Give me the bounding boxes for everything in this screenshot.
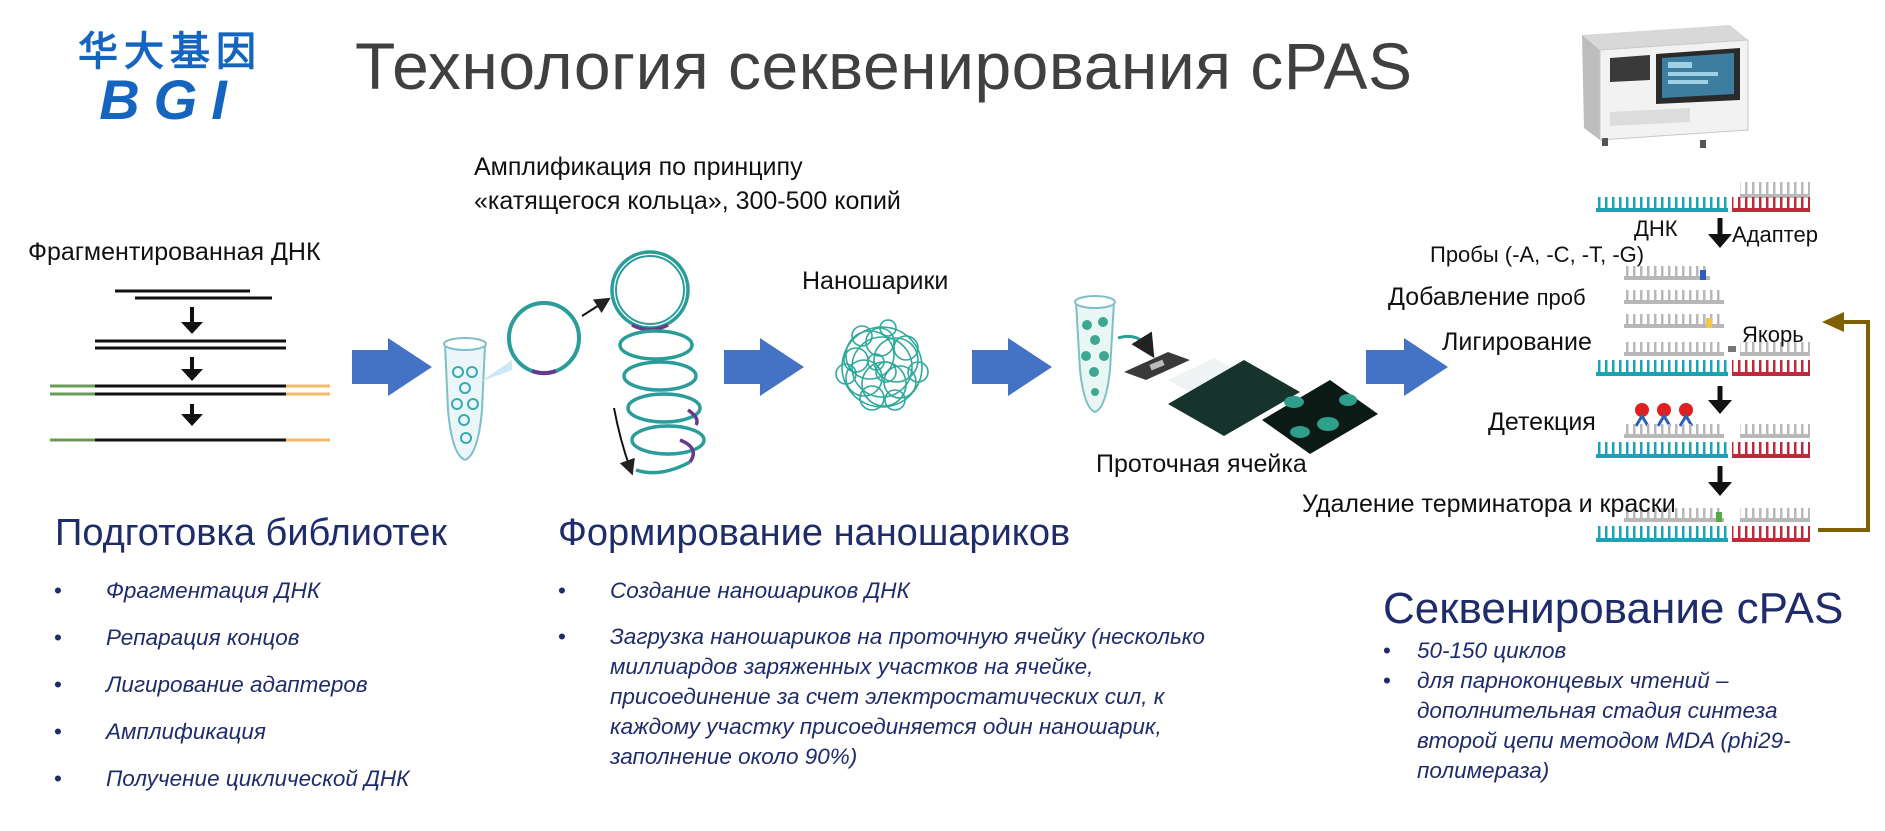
probes-label: Пробы (-A, -C, -T, -G) [1430, 242, 1645, 267]
removal-label: Удаление терминатора и краски [1302, 490, 1676, 518]
rolling-circle-spiral [610, 250, 706, 476]
list-item-text: Фрагментация ДНК [106, 578, 321, 603]
bgi-logo: 华大基因 BGI [68, 29, 272, 128]
detection-label: Детекция [1488, 408, 1596, 436]
amplification-label-line1: Амплификация по принципу [474, 153, 803, 181]
list-item: • Репарация концов [54, 623, 486, 653]
list-item-text: Амплификация [106, 719, 266, 744]
nanoballs-label: Наношарики [802, 267, 949, 295]
sequencing-steps-list: • 50-150 циклов • для парноконцевых чтений… [1383, 636, 1857, 786]
page-title: Технология секвенирования cPAS [355, 29, 1413, 103]
bullet: • [558, 578, 566, 603]
list-item-text: Создание наношариков ДНК [610, 578, 910, 603]
nanoball-steps-list: • Создание наношариков ДНК • Загрузка нано… [558, 576, 1210, 788]
bullet: • [558, 624, 566, 649]
adding-probes-label: Добавление проб [1388, 283, 1586, 312]
list-item-text: 50-150 циклов [1417, 638, 1567, 663]
process-arrow-2 [724, 338, 804, 396]
list-item: • Лигирование адаптеров [54, 670, 486, 700]
bullet: • [54, 719, 62, 744]
dna-label: ДНК [1634, 216, 1678, 241]
flowcell-label: Проточная ячейка [1096, 450, 1307, 478]
list-item-text: Лигирование адаптеров [106, 672, 368, 697]
adapter-label: Адаптер [1732, 222, 1818, 247]
ligation-label: Лигирование [1442, 328, 1592, 356]
list-item: • 50-150 циклов [1383, 636, 1857, 666]
amplification-label-line2: «катящегося кольца», 300-500 копий [474, 187, 901, 215]
flow-cell-figure [1124, 352, 1378, 454]
list-item: • Загрузка наношариков на проточную ячейк… [558, 622, 1210, 772]
anchor-label: Якорь [1742, 322, 1804, 347]
bullet: • [54, 766, 62, 791]
fragmented-dna-figure [50, 289, 330, 442]
section-heading-nanoballs: Формирование наношариков [558, 512, 1071, 554]
bullet: • [1383, 638, 1391, 663]
process-arrow-1 [352, 338, 432, 396]
cycle-loop-arrow [1818, 312, 1870, 532]
adding-probes-text: Добавление [1388, 283, 1530, 311]
list-item-text: для парноконцевых чтений – дополнительна… [1417, 668, 1791, 783]
bullet: • [54, 672, 62, 697]
bullet: • [1383, 668, 1391, 693]
list-item: • Получение циклической ДНК [54, 764, 486, 794]
adding-probes-small-text: проб [1536, 285, 1586, 310]
nanoball-cluster [835, 319, 929, 411]
library-steps-list: • Фрагментация ДНК • Репарация концов • Лиг… [54, 576, 486, 811]
section-heading-library: Подготовка библиотек [55, 512, 448, 554]
list-item: • Амплификация [54, 717, 486, 747]
logo-chinese-text: 华大基因 [78, 29, 262, 75]
sequencer-device [1582, 25, 1749, 148]
list-item: • Фрагментация ДНК [54, 576, 486, 606]
list-item-text: Загрузка наношариков на проточную ячейку… [610, 624, 1205, 769]
section-heading-sequencing: Секвенирование cPAS [1383, 584, 1844, 633]
circular-dna [507, 297, 611, 376]
sample-tube-2 [1074, 295, 1155, 414]
list-item: • Создание наношариков ДНК [558, 576, 1210, 606]
process-arrow-4 [1366, 338, 1448, 396]
list-item: • для парноконцевых чтений – дополнительн… [1383, 666, 1857, 786]
list-item-text: Получение циклической ДНК [106, 766, 410, 791]
sequencing-strands [1596, 182, 1810, 542]
bullet: • [54, 578, 62, 603]
fragmented-dna-label: Фрагментированная ДНК [28, 238, 321, 266]
logo-latin-text: BGI [99, 68, 241, 131]
process-arrow-3 [972, 338, 1052, 396]
list-item-text: Репарация концов [106, 625, 300, 650]
bullet: • [54, 625, 62, 650]
sample-tube-1 [443, 337, 512, 462]
